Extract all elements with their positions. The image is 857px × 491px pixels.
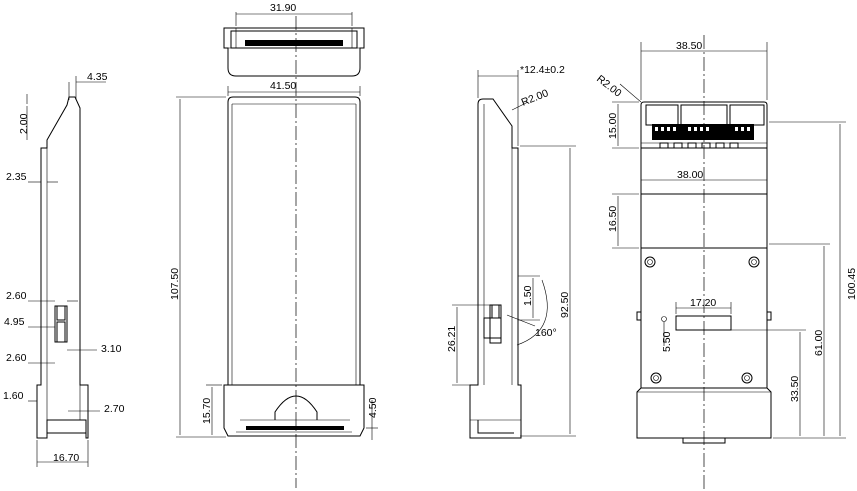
dim-slot-width: 17.20 <box>690 297 716 309</box>
dim-label-height: 16.50 <box>607 206 619 232</box>
dim-latch-height: 26.21 <box>446 326 458 352</box>
dim-radius: R2.00 <box>520 87 551 109</box>
dim-clip-d: 2.60 <box>6 352 27 364</box>
front-view: 31.90 41.50 107.50 15.70 4.50 <box>169 2 379 488</box>
dim-body-width: 41.50 <box>270 80 296 92</box>
dim-height: 92.50 <box>559 292 571 318</box>
dim-width: 16.70 <box>53 452 79 464</box>
dim-top: *12.4±0.2 <box>520 64 565 76</box>
dim-clip-a: 2.60 <box>6 290 27 302</box>
dim-clip-c: 3.10 <box>101 343 122 355</box>
dim-wall: 2.35 <box>6 171 27 183</box>
left-side-view: 4.35 2.00 2.35 2.60 4.95 3.10 2.60 1.60 … <box>3 71 125 467</box>
dim-top-width: 31.90 <box>270 2 296 14</box>
dim-top-width: 38.50 <box>676 40 702 52</box>
dim-lip: 2.00 <box>18 113 30 134</box>
dim-foot: 1.60 <box>3 390 24 402</box>
dim-base-height: 15.70 <box>201 398 213 424</box>
dim-lower-height: 33.50 <box>789 376 801 402</box>
dim-rotation-a: 1.50 <box>522 285 534 306</box>
dim-slot-height: 5.50 <box>661 331 673 352</box>
dim-foot-b: 2.70 <box>104 403 125 415</box>
dim-clip-b: 4.95 <box>4 316 25 328</box>
dim-base-step: 4.50 <box>367 397 379 418</box>
dim-connector-height: 15.00 <box>607 113 619 139</box>
back-view: 38.50 R2.00 15.00 100.45 38.00 16.50 61.… <box>594 35 857 490</box>
dim-top-offset: 4.35 <box>87 71 108 83</box>
dim-mid-height: 61.00 <box>813 330 825 356</box>
dim-angle: 160° <box>535 327 557 339</box>
dim-total-height: 100.45 <box>846 268 857 300</box>
dim-body-height: 107.50 <box>169 268 181 300</box>
dim-label-width: 38.00 <box>677 169 703 181</box>
right-side-view: *12.4±0.2 R2.00 1.50 160° 26.21 92.50 <box>446 64 576 439</box>
dim-radius: R2.00 <box>594 73 624 100</box>
